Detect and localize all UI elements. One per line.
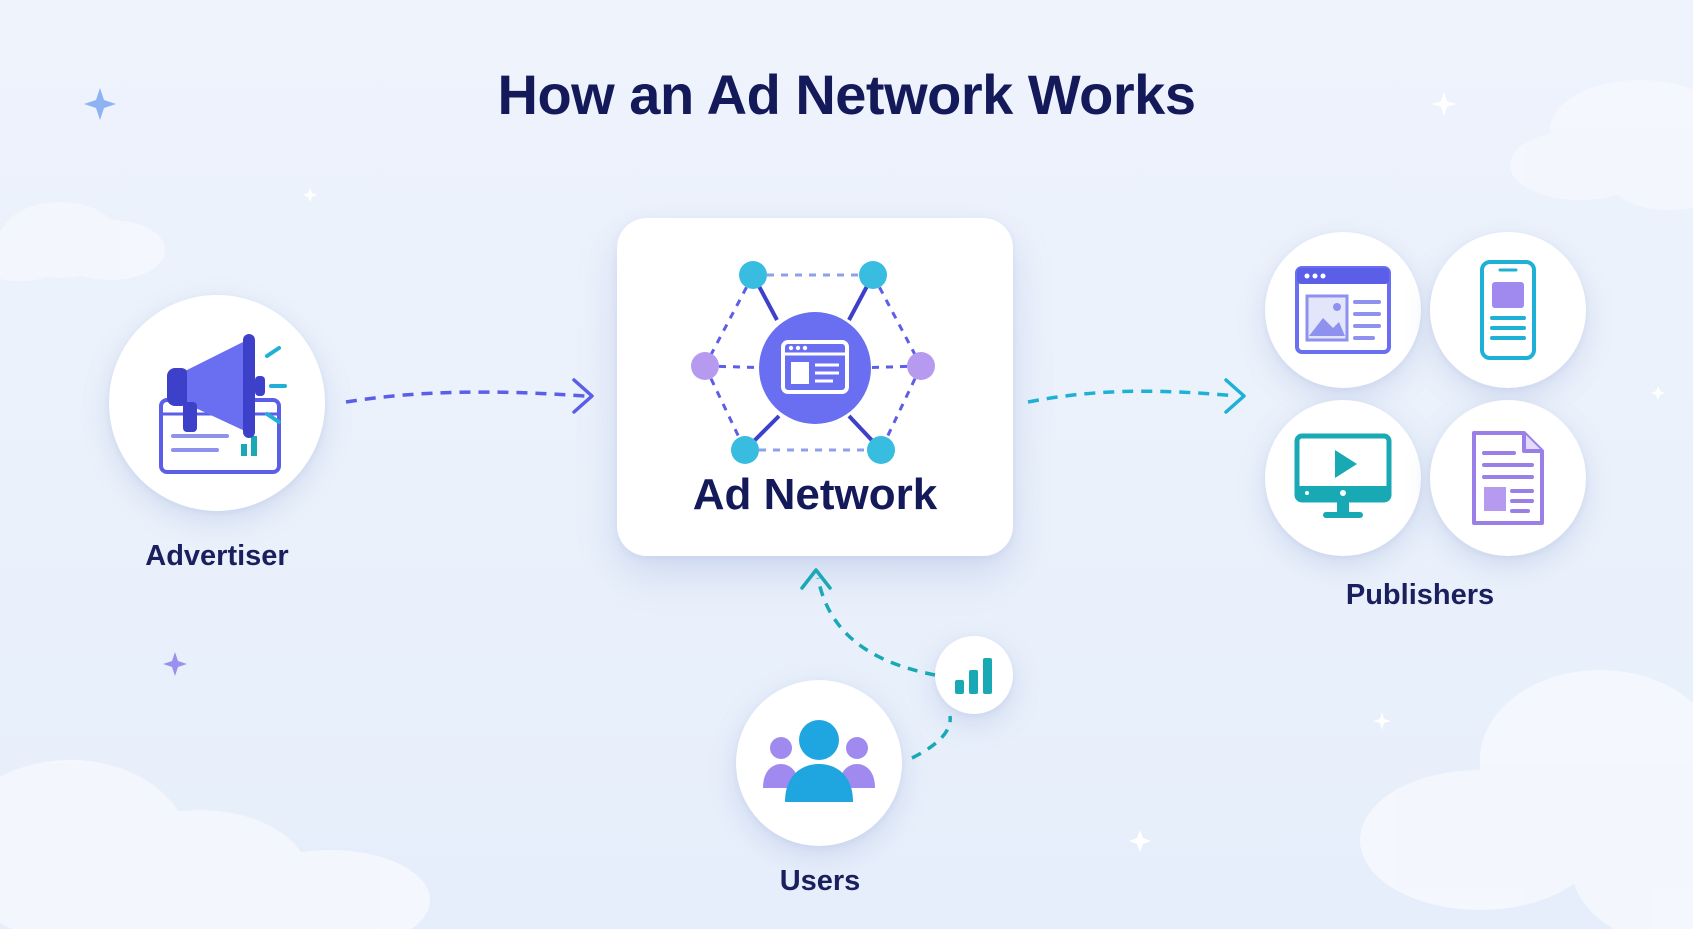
users-node [736, 680, 902, 846]
publishers-label: Publishers [1345, 579, 1495, 611]
website-icon [1295, 266, 1391, 354]
ad-network-card: Ad Network [617, 218, 1013, 556]
video-monitor-icon [1294, 433, 1392, 518]
analytics-badge [935, 636, 1013, 714]
publisher-video [1265, 400, 1421, 556]
document-icon [1472, 431, 1544, 525]
publisher-website [1265, 232, 1421, 388]
smartphone-icon [1480, 260, 1536, 360]
advertiser-node [109, 295, 325, 511]
network-hub-icon [691, 261, 935, 464]
megaphone-icon [159, 334, 287, 474]
publisher-mobile [1430, 232, 1586, 388]
users-group-icon [763, 720, 875, 802]
page-title: How an Ad Network Works [497, 63, 1196, 126]
advertiser-label: Advertiser [145, 540, 289, 572]
bar-chart-icon [955, 658, 992, 694]
sparkle-decor [84, 88, 1665, 852]
ad-network-label: Ad Network [692, 470, 938, 519]
users-label: Users [779, 865, 861, 897]
publisher-document [1430, 400, 1586, 556]
cloud-decor [0, 80, 1693, 929]
